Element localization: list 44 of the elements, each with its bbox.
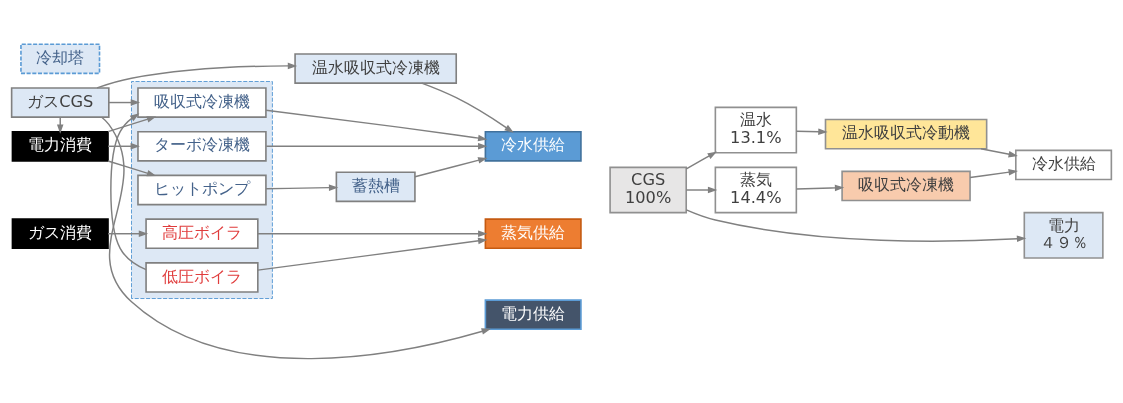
arrow (969, 168, 1018, 179)
node-box: 電力消費 (11, 130, 109, 162)
arrow (107, 160, 157, 177)
node-box: 冷水供給 (1015, 149, 1113, 181)
node-box: 蒸気供給 (484, 218, 582, 250)
arrow (265, 184, 339, 191)
node-box: 電力 ４９％ (1023, 211, 1104, 259)
node-box: 冷却塔 (20, 43, 101, 75)
node-box: 電力供給 (484, 299, 582, 331)
node-box: 温水吸収式冷動機 (824, 118, 988, 150)
arrow (110, 113, 147, 271)
node-box: ガスCGS (10, 87, 110, 118)
node-box: 温水吸収式冷凍機 (294, 53, 458, 84)
node-box: 吸収式冷凍機 (137, 87, 267, 118)
arrow (107, 116, 157, 133)
arrow (257, 237, 488, 271)
arrow (685, 151, 718, 170)
arrow (685, 209, 1027, 243)
node-box: ヒットポンプ (137, 174, 267, 206)
arrow (257, 230, 488, 238)
node-box: 蓄熱槽 (335, 171, 416, 203)
arrow (265, 109, 488, 142)
arrow (265, 143, 488, 150)
arrow (980, 148, 1018, 158)
arrow (795, 184, 845, 192)
node-box: 低圧ボイラ (145, 262, 259, 293)
arrow (414, 157, 488, 178)
node-box: CGS 100% (609, 166, 687, 214)
node-box: 高圧ボイラ (145, 218, 259, 250)
node-box: ターボ冷凍機 (137, 130, 267, 162)
arrow (108, 99, 141, 106)
node-box: 温水 13.1% (714, 106, 798, 154)
node-box: ガス消費 (11, 218, 109, 250)
node-box: 冷水供給 (484, 130, 582, 162)
arrow (96, 62, 298, 89)
node-box: 吸収式冷凍機 (841, 170, 971, 202)
arrow (795, 128, 828, 136)
arrow (107, 143, 140, 150)
arrow (107, 230, 149, 238)
arrow (685, 186, 718, 194)
arrow (101, 116, 491, 360)
node-box: 蒸気 14.4% (714, 166, 798, 214)
arrow (420, 82, 514, 133)
arrow (56, 116, 64, 134)
